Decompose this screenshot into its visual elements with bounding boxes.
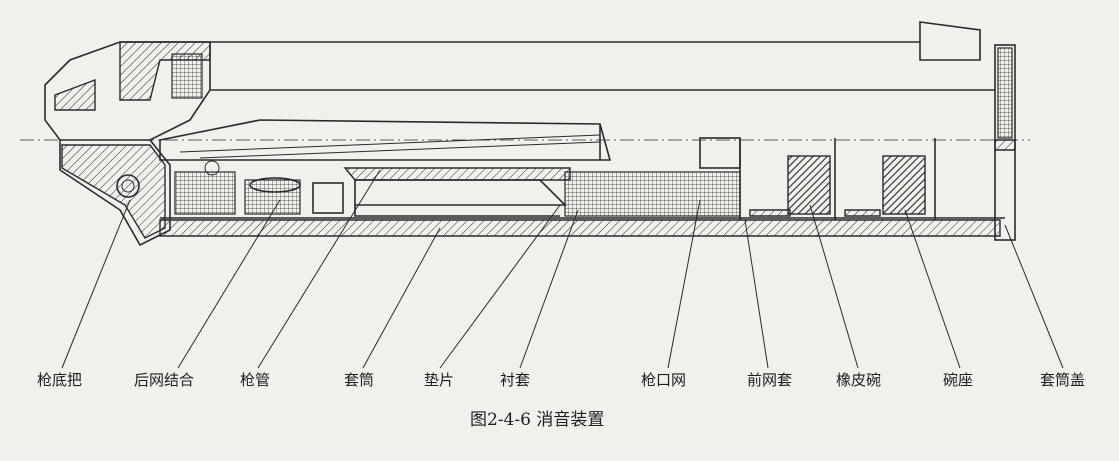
rear-mesh-assembly [174,160,344,215]
front-chambers [699,137,936,220]
muzzle-mesh [564,171,741,217]
sleeve-end-cap [994,44,1016,241]
label-sleeve-tube: 套筒 [344,371,374,389]
figure-caption: 图2-4-6 消音装置 [470,410,604,430]
liner-sleeve [343,167,571,217]
label-grip: 枪底把 [37,371,82,389]
part-labels: 枪底把 后网结合 枪管 套筒 垫片 衬套 枪口网 前网套 橡皮碗 碗座 套筒盖 [37,371,1085,389]
label-liner: 衬套 [500,371,530,389]
label-washer: 垫片 [424,371,454,389]
label-rear-mesh: 后网结合 [134,371,194,389]
label-rubber-bowl: 橡皮碗 [836,371,881,389]
label-muzzle-mesh: 枪口网 [641,371,686,389]
leader-lines [61,169,1064,369]
barrel [159,119,612,161]
label-barrel: 枪管 [240,371,270,389]
label-tube-cap: 套筒盖 [1040,371,1085,389]
rear-mesh-upper [171,53,203,99]
label-bowl-seat: 碗座 [943,371,973,389]
outer-sleeve-tube [159,21,1005,237]
label-front-mesh-sleeve: 前网套 [747,371,792,389]
